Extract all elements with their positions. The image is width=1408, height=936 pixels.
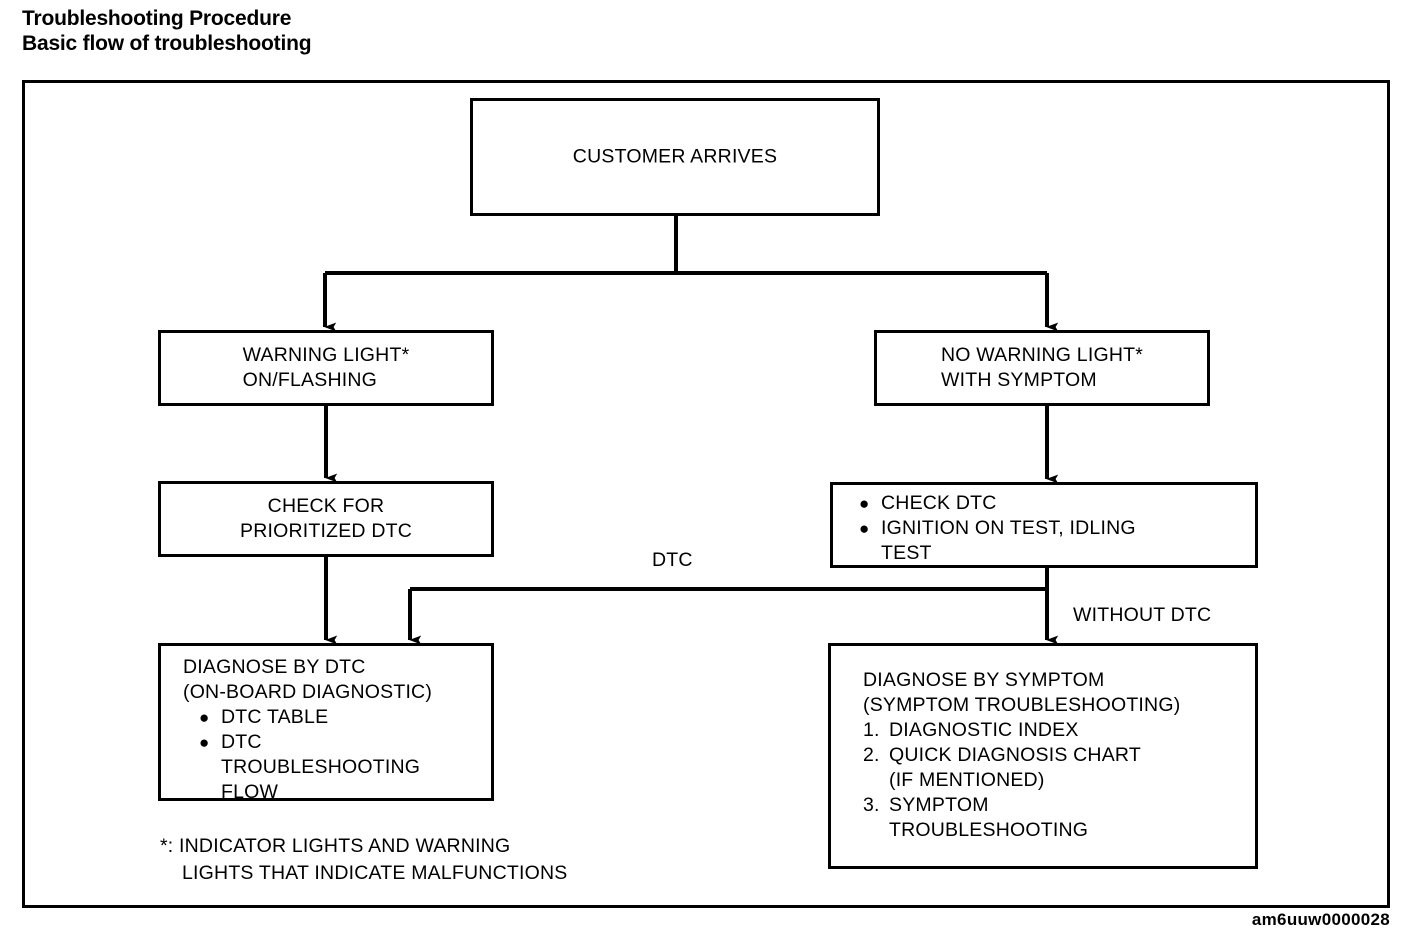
node-diagnose-by-symptom-item-3: SYMPTOM: [889, 794, 989, 816]
node-diagnose-by-symptom-item-2-number: 2.: [863, 744, 880, 766]
title-line-1: Troubleshooting Procedure: [22, 7, 292, 30]
node-diagnose-by-dtc-bullet-2-wrap-2: FLOW: [221, 781, 279, 803]
list-item: 1. DIAGNOSTIC INDEX: [863, 718, 1255, 743]
reference-code: am6uuw0000028: [1251, 910, 1390, 929]
node-check-prioritized-dtc-line-1: CHECK FOR: [267, 495, 385, 517]
title-line-2: Basic flow of troubleshooting: [22, 32, 312, 55]
node-check-dtc-bullet-2-wrap: TEST: [881, 542, 932, 564]
edge-label-dtc: DTC: [652, 549, 693, 571]
list-item: ● IGNITION ON TEST, IDLING: [859, 516, 1255, 541]
node-diagnose-by-dtc: DIAGNOSE BY DTC (ON-BOARD DIAGNOSTIC) ● …: [158, 643, 494, 803]
node-check-dtc-bullet-2: IGNITION ON TEST, IDLING: [881, 517, 1136, 539]
edge-label-without-dtc: WITHOUT DTC: [1073, 604, 1212, 626]
node-no-warning-light: NO WARNING LIGHT* WITH SYMPTOM: [874, 330, 1210, 406]
node-customer-arrives-text: CUSTOMER ARRIVES: [572, 145, 778, 168]
node-check-dtc: ● CHECK DTC ● IGNITION ON TEST, IDLING T…: [830, 482, 1258, 568]
node-check-prioritized-dtc-line-2: PRIORITIZED DTC: [240, 520, 412, 542]
node-warning-light-line-1: WARNING LIGHT*: [242, 344, 410, 366]
node-diagnose-by-symptom: DIAGNOSE BY SYMPTOM (SYMPTOM TROUBLESHOO…: [828, 643, 1258, 869]
list-item: ● CHECK DTC: [859, 491, 1255, 516]
node-diagnose-by-symptom-subtitle: (SYMPTOM TROUBLESHOOTING): [863, 694, 1181, 716]
list-item: 2. QUICK DIAGNOSIS CHART: [863, 743, 1255, 768]
diagram-frame: [22, 80, 1390, 908]
footnote: *: INDICATOR LIGHTS AND WARNING LIGHTS T…: [160, 833, 567, 887]
list-item: 3. SYMPTOM: [863, 793, 1255, 818]
node-check-prioritized-dtc: CHECK FOR PRIORITIZED DTC: [158, 481, 494, 557]
node-no-warning-light-line-2: WITH SYMPTOM: [940, 369, 1097, 391]
node-diagnose-by-symptom-item-1: DIAGNOSTIC INDEX: [889, 719, 1079, 741]
node-diagnose-by-dtc-title: DIAGNOSE BY DTC: [183, 656, 366, 678]
bullet-icon: ●: [199, 733, 210, 752]
node-diagnose-by-dtc-bullet-2: DTC: [221, 731, 262, 753]
page-title: Troubleshooting Procedure Basic flow of …: [22, 6, 312, 56]
list-item: ● DTC TABLE: [183, 705, 491, 730]
node-no-warning-light-line-1: NO WARNING LIGHT*: [940, 344, 1144, 366]
node-check-dtc-bullet-1: CHECK DTC: [881, 492, 997, 514]
bullet-icon: ●: [859, 494, 870, 513]
list-item: ● DTC: [183, 730, 491, 755]
node-diagnose-by-symptom-item-1-number: 1.: [863, 719, 880, 741]
node-diagnose-by-symptom-item-3-number: 3.: [863, 794, 880, 816]
node-diagnose-by-symptom-item-2-wrap: (IF MENTIONED): [889, 769, 1045, 791]
node-diagnose-by-symptom-item-3-wrap: TROUBLESHOOTING: [889, 819, 1089, 841]
node-warning-light: WARNING LIGHT* ON/FLASHING: [158, 330, 494, 406]
node-diagnose-by-dtc-subtitle: (ON-BOARD DIAGNOSTIC): [183, 681, 433, 703]
node-diagnose-by-dtc-bullet-1: DTC TABLE: [221, 706, 329, 728]
node-customer-arrives: CUSTOMER ARRIVES: [470, 98, 880, 216]
bullet-icon: ●: [199, 708, 210, 727]
bullet-icon: ●: [859, 519, 870, 538]
node-diagnose-by-symptom-title: DIAGNOSE BY SYMPTOM: [863, 669, 1105, 691]
footnote-line-2: LIGHTS THAT INDICATE MALFUNCTIONS: [182, 862, 568, 884]
node-warning-light-line-2: ON/FLASHING: [242, 369, 377, 391]
node-diagnose-by-symptom-item-2: QUICK DIAGNOSIS CHART: [889, 744, 1141, 766]
footnote-line-1: *: INDICATOR LIGHTS AND WARNING: [160, 835, 511, 857]
node-diagnose-by-dtc-bullet-2-wrap-1: TROUBLESHOOTING: [221, 756, 421, 778]
